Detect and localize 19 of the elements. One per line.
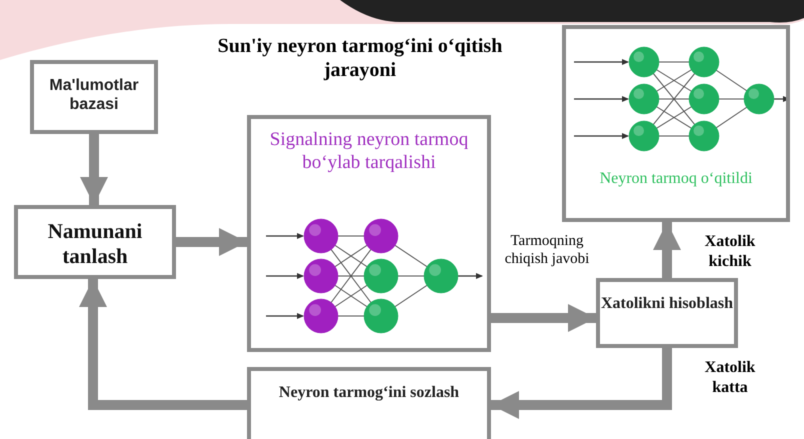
box-label: Xatolikni hisoblash (600, 294, 734, 314)
process-box (14, 205, 176, 279)
process-box (596, 278, 738, 348)
arrow (491, 348, 672, 419)
arrow (653, 222, 681, 278)
box-label: Neyron tarmog‘ini sozlash (278, 383, 460, 402)
process-box (247, 367, 491, 439)
box-label: Ma'lumotlar bazasi (48, 76, 140, 114)
process-box (30, 60, 158, 134)
diagram-title: Sun'iy neyron tarmog‘ini o‘qitish jarayoni (216, 34, 504, 82)
box-label: Signalning neyron tarmoq bo‘ylab tarqalishi (269, 129, 469, 175)
process-box (562, 25, 790, 222)
box-label: Neyron tarmoq o‘qitildi (598, 169, 754, 188)
arrow (491, 304, 596, 332)
arrow (80, 134, 108, 205)
process-box (247, 115, 491, 352)
arrow (79, 279, 247, 410)
arrow (176, 228, 247, 256)
box-label: Namunani tanlash (46, 219, 144, 270)
